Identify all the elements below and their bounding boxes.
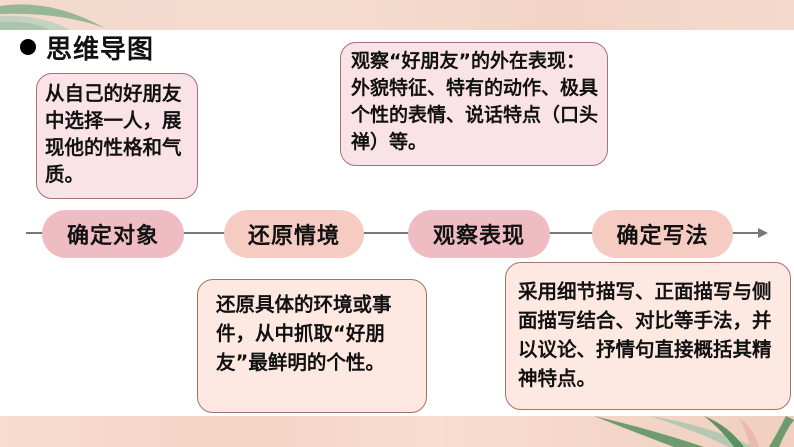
node-label: 确定写法: [616, 224, 709, 249]
bullet-icon: [20, 39, 36, 55]
node-determine-object: 确定对象: [42, 210, 184, 258]
note-text: 从自己的好朋友中选择一人，展现他的性格和气质。: [45, 82, 182, 186]
note-text: 观察“好朋友”的外在表现：外貌特征、特有的动作、极具个性的表情、说话特点（口头禅…: [351, 50, 599, 153]
node-label: 观察表现: [432, 224, 525, 249]
node-label: 确定对象: [66, 224, 159, 249]
node-writing-method: 确定写法: [592, 210, 733, 258]
timeline-line: [26, 232, 760, 234]
note-observe-behavior: 观察“好朋友”的外在表现：外貌特征、特有的动作、极具个性的表情、说话特点（口头禅…: [340, 42, 608, 166]
arrow-right-icon: [758, 228, 768, 238]
note-choose-object: 从自己的好朋友中选择一人，展现他的性格和气质。: [36, 73, 198, 199]
note-text: 采用细节描写、正面描写与侧面描写结合、对比等手法，并以议论、抒情句直接概括其精神…: [518, 280, 772, 390]
leaf-decoration-icon: [0, 4, 105, 30]
page-title: 思维导图: [46, 34, 155, 65]
node-observe-behavior: 观察表现: [408, 210, 550, 258]
note-writing-method: 采用细节描写、正面描写与侧面描写结合、对比等手法，并以议论、抒情句直接概括其精神…: [505, 262, 791, 410]
top-decorative-band: [0, 0, 794, 30]
node-label: 还原情境: [247, 224, 340, 249]
note-text: 还原具体的环境或事件，从中抓取“好朋友”最鲜明的个性。: [216, 293, 392, 374]
note-restore-context: 还原具体的环境或事件，从中抓取“好朋友”最鲜明的个性。: [197, 279, 427, 413]
bottom-decorative-band: [0, 416, 794, 447]
slide-title-row: 思维导图: [20, 31, 155, 65]
leaf-decoration-icon: [594, 416, 794, 447]
node-restore-context: 还原情境: [224, 210, 364, 258]
